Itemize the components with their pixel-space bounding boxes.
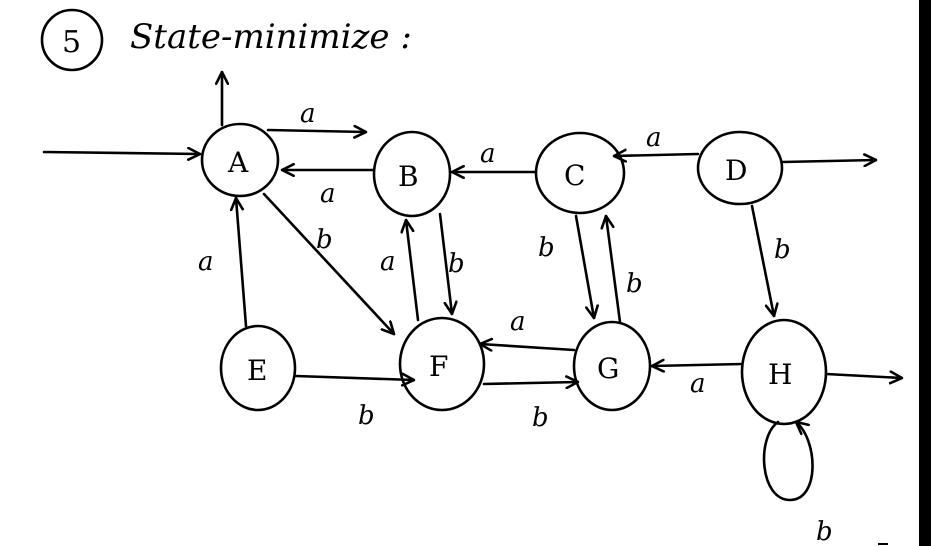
transition-D-C: a (614, 123, 700, 156)
transition-A-B: a (266, 99, 366, 132)
svg-text:a: a (300, 99, 316, 129)
right-edge-bar (919, 0, 931, 546)
transition-G-F: a (480, 307, 576, 350)
transition-B-F: b (438, 212, 465, 314)
svg-text:b: b (774, 235, 791, 265)
svg-text:a: a (480, 139, 496, 169)
start-arrow (42, 152, 202, 154)
svg-text:C: C (564, 159, 585, 192)
svg-text:b: b (532, 403, 549, 433)
state-A: A (200, 122, 280, 198)
number-circle (40, 8, 104, 72)
svg-text:a: a (198, 247, 214, 277)
svg-text:b: b (816, 517, 833, 546)
svg-text:b: b (358, 401, 375, 431)
svg-text:A: A (227, 146, 249, 179)
svg-text:b: b (448, 249, 465, 279)
state-C: C (534, 131, 626, 215)
transition-D-H: b (750, 204, 791, 316)
transition-E-A: a (198, 198, 248, 328)
svg-text:b: b (626, 269, 643, 299)
svg-text:D: D (725, 154, 747, 187)
svg-text:b: b (316, 225, 333, 255)
transition-F-B: a (380, 220, 420, 322)
svg-text:a: a (510, 307, 526, 337)
state-H: H (740, 318, 828, 426)
svg-text:H: H (768, 358, 792, 391)
final-arrow-D (780, 160, 876, 162)
svg-text:b: b (538, 233, 555, 263)
svg-text:B: B (398, 160, 419, 193)
svg-text:G: G (597, 352, 619, 385)
state-D: D (696, 130, 784, 206)
svg-text:a: a (380, 247, 396, 277)
svg-text:a: a (320, 179, 336, 209)
transition-C-B: a (450, 139, 538, 172)
transition-H-H-loop: b (762, 422, 833, 546)
transition-G-C: b (606, 216, 643, 324)
state-G: G (572, 320, 652, 412)
svg-text:a: a (646, 123, 662, 153)
page-title: State-minimize : (130, 17, 412, 57)
final-arrow-H (824, 374, 902, 378)
svg-text:E: E (247, 354, 267, 387)
svg-text:F: F (429, 350, 448, 383)
transition-B-A: a (280, 170, 376, 209)
transition-C-G: b (538, 214, 594, 318)
state-E: E (219, 324, 297, 412)
state-B: B (372, 130, 452, 218)
transition-F-G: b (482, 382, 578, 433)
transition-E-F: b (294, 376, 414, 431)
state-F: F (398, 316, 486, 412)
transition-A-F: b (262, 192, 394, 334)
transition-H-G: a (652, 364, 744, 399)
problem-number: 5 (62, 25, 81, 60)
svg-text:a: a (690, 369, 706, 399)
